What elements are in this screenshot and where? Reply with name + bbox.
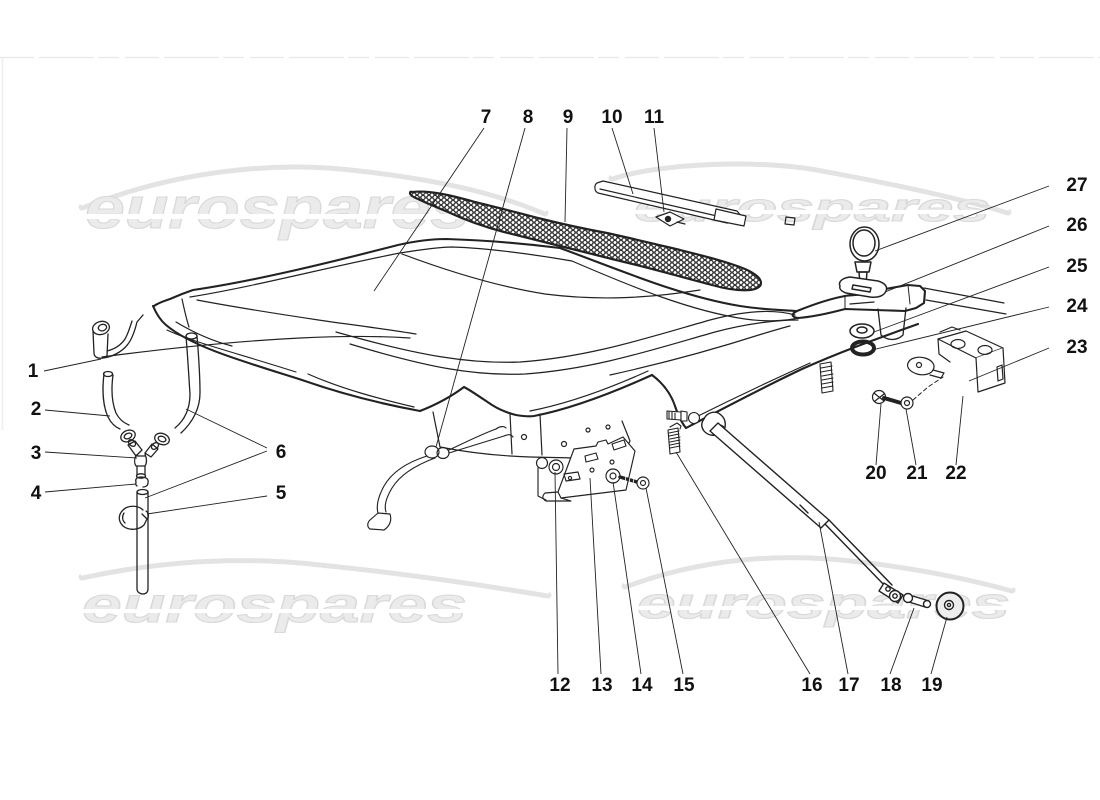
svg-text:7: 7 xyxy=(481,107,492,128)
svg-text:18: 18 xyxy=(880,675,901,696)
svg-text:19: 19 xyxy=(921,675,942,696)
svg-text:25: 25 xyxy=(1066,256,1088,277)
svg-text:10: 10 xyxy=(601,107,622,128)
svg-text:17: 17 xyxy=(838,675,859,696)
svg-text:12: 12 xyxy=(549,675,570,696)
svg-text:2: 2 xyxy=(31,399,42,420)
svg-text:15: 15 xyxy=(673,675,695,696)
svg-text:26: 26 xyxy=(1066,215,1087,236)
svg-text:eurospares: eurospares xyxy=(85,176,470,241)
svg-text:4: 4 xyxy=(31,483,42,504)
svg-text:23: 23 xyxy=(1066,337,1087,358)
svg-text:3: 3 xyxy=(31,443,42,464)
svg-text:11: 11 xyxy=(644,107,665,128)
svg-text:13: 13 xyxy=(591,675,612,696)
svg-text:14: 14 xyxy=(631,675,653,696)
svg-text:27: 27 xyxy=(1066,175,1087,196)
svg-text:eurospares: eurospares xyxy=(82,577,467,633)
svg-text:5: 5 xyxy=(276,483,287,504)
svg-text:20: 20 xyxy=(865,463,886,484)
svg-text:16: 16 xyxy=(801,675,822,696)
svg-text:8: 8 xyxy=(523,107,534,128)
svg-text:21: 21 xyxy=(906,463,928,484)
svg-text:22: 22 xyxy=(945,463,966,484)
svg-text:1: 1 xyxy=(28,361,39,382)
svg-text:24: 24 xyxy=(1066,296,1088,317)
svg-text:6: 6 xyxy=(276,442,287,463)
svg-text:9: 9 xyxy=(563,107,574,128)
